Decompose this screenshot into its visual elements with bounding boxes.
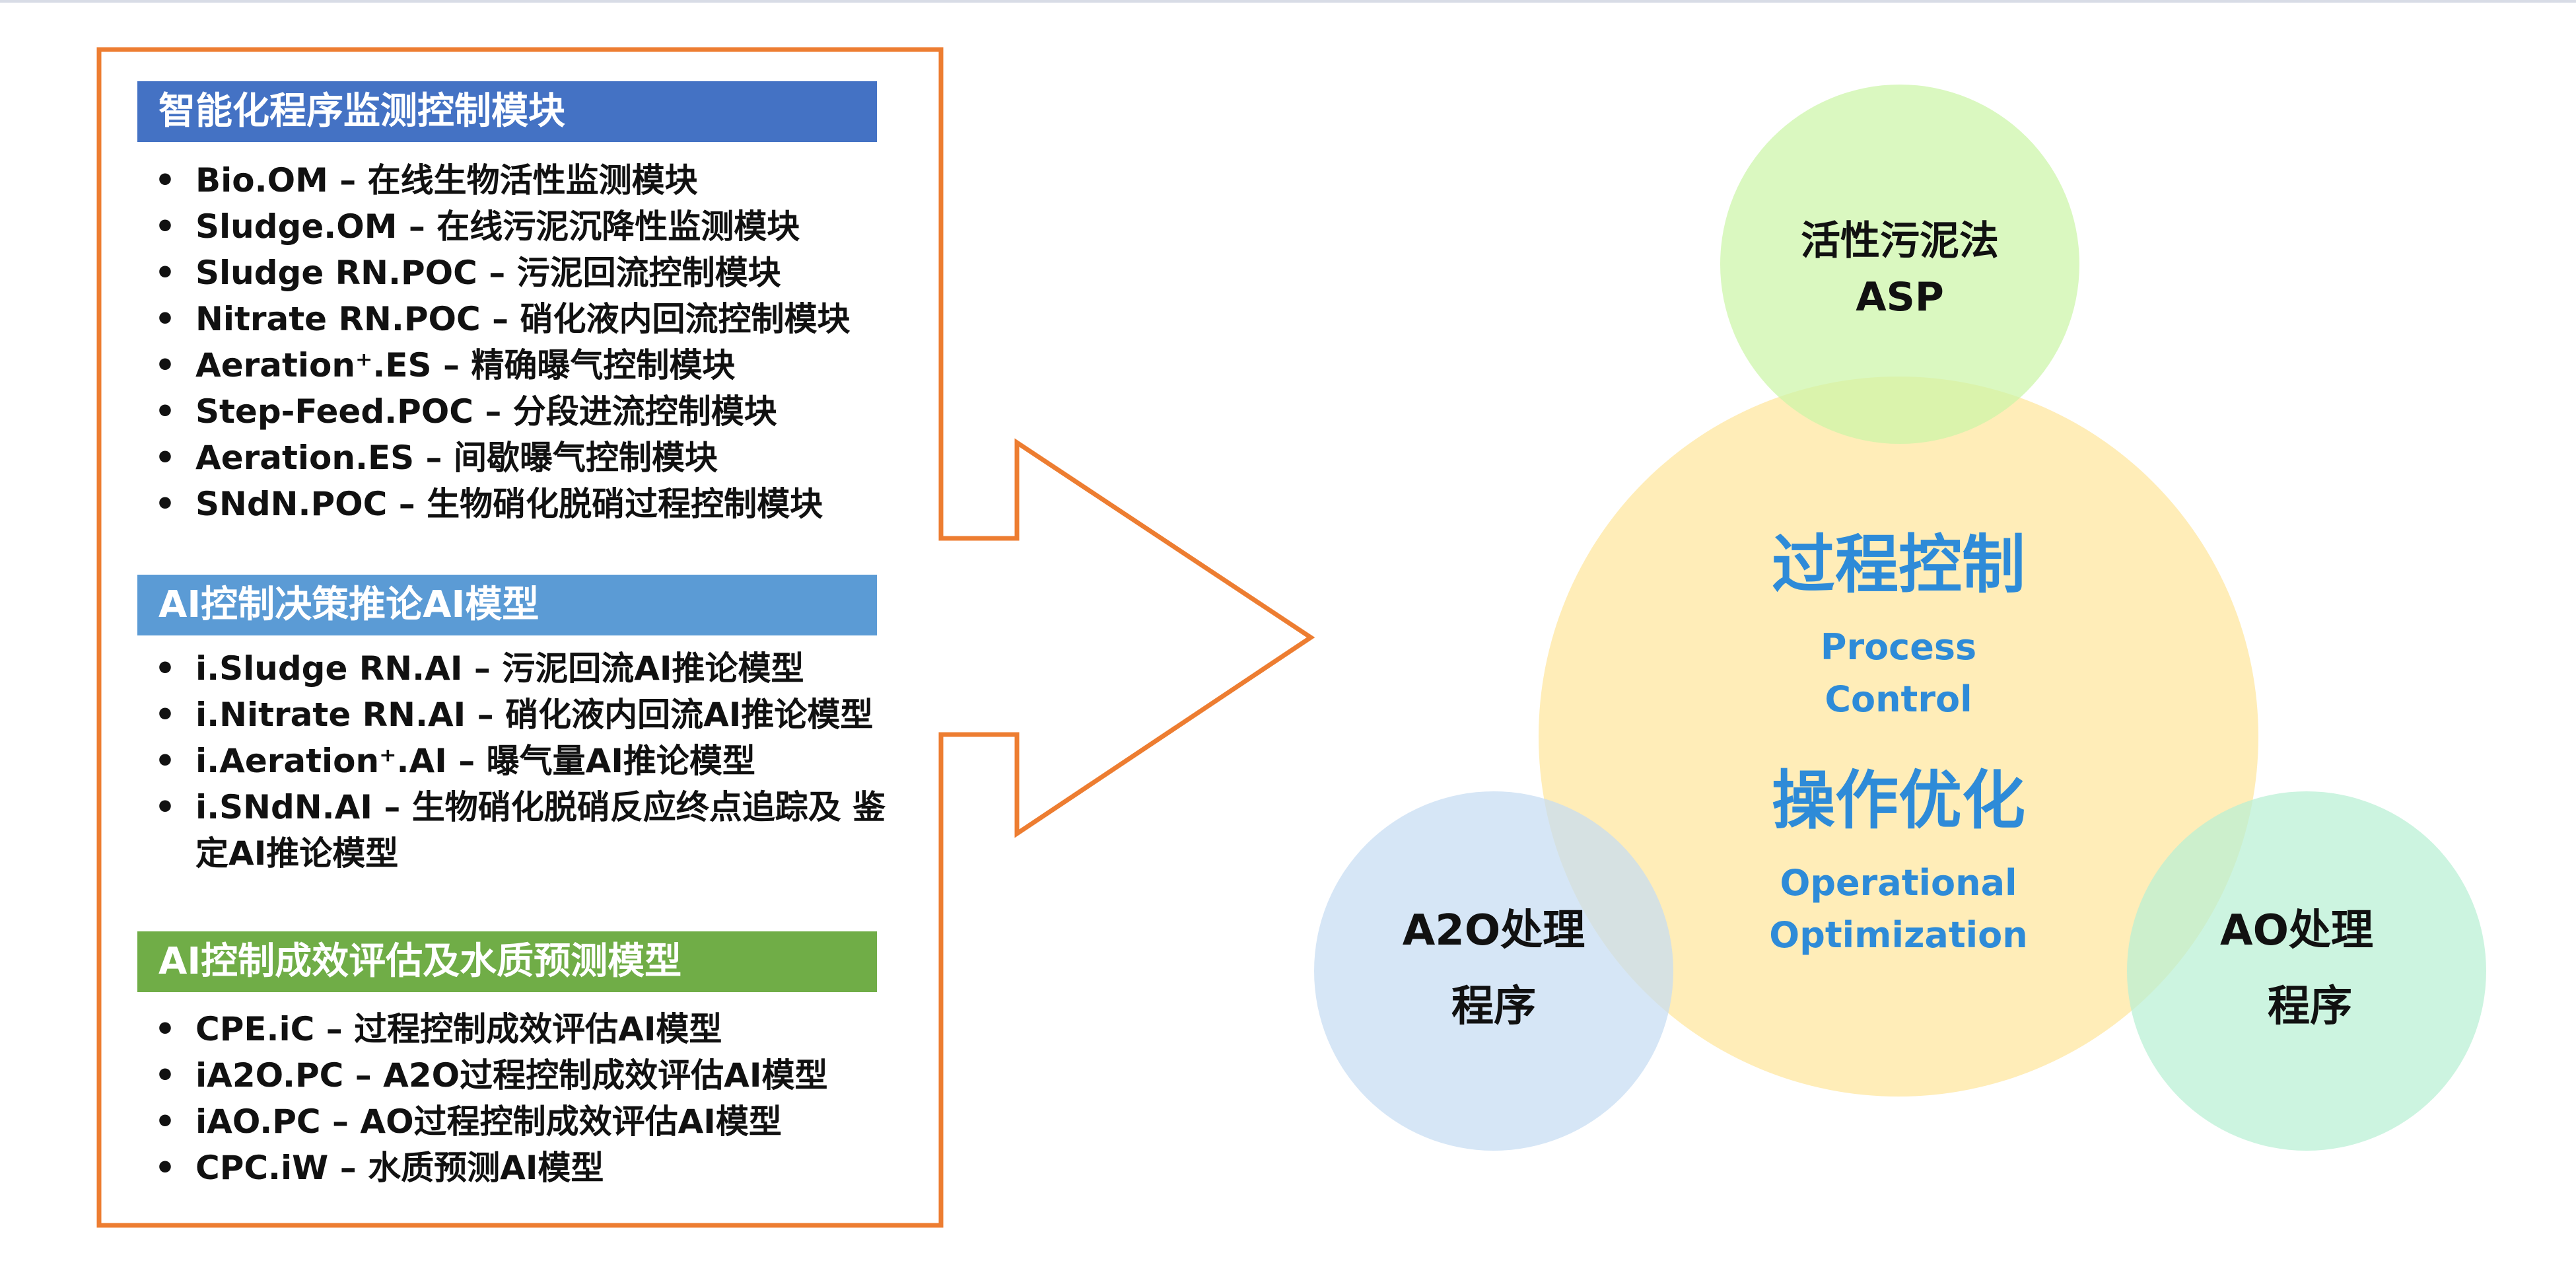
section-list-ai-decision: •i.Sludge RN.AI – 污泥回流AI推论模型 •i.Nitrate … <box>137 645 890 877</box>
top-divider <box>0 0 2576 3</box>
right-circle-label-line1: AO处理 <box>2220 906 2373 955</box>
list-item: •i.Sludge RN.AI – 污泥回流AI推论模型 <box>137 645 890 692</box>
list-item: •Sludge RN.POC – 污泥回流控制模块 <box>137 250 890 296</box>
list-item: •Bio.OM – 在线生物活性监测模块 <box>137 157 890 203</box>
center-subtitle-operational: Operational <box>1780 862 2017 904</box>
list-item: •Step-Feed.POC – 分段进流控制模块 <box>137 388 890 435</box>
arrow-outline-polygon <box>96 47 1315 1228</box>
bullet-icon: • <box>155 207 176 246</box>
bullet-icon: • <box>155 161 176 199</box>
section-list-monitoring-control: •Bio.OM – 在线生物活性监测模块 •Sludge.OM – 在线污泥沉降… <box>137 157 890 527</box>
bullet-icon: • <box>155 1010 176 1048</box>
section-header-ai-evaluation: AI控制成效评估及水质预测模型 <box>137 931 877 992</box>
list-item: •CPE.iC – 过程控制成效评估AI模型 <box>137 1006 890 1052</box>
left-circle <box>1314 791 1673 1151</box>
top-circle-label-line1: 活性污泥法 <box>1801 218 1999 264</box>
center-subtitle-control: Control <box>1825 678 1972 720</box>
center-subtitle-process: Process <box>1821 626 1976 668</box>
bullet-icon: • <box>155 696 176 734</box>
right-circle <box>2127 791 2486 1151</box>
center-circle <box>1539 377 2258 1097</box>
list-item: •Aeration.ES – 间歇曝气控制模块 <box>137 435 890 481</box>
right-circle-label-line2: 程序 <box>2268 982 2352 1031</box>
top-circle-label-line2: ASP <box>1856 274 1944 320</box>
bullet-icon: • <box>155 346 176 384</box>
module-list-panel: 智能化程序监测控制模块 •Bio.OM – 在线生物活性监测模块 •Sludge… <box>137 69 890 1206</box>
section-header-ai-decision: AI控制决策推论AI模型 <box>137 575 877 635</box>
bullet-icon: • <box>155 742 176 780</box>
bullet-icon: • <box>155 254 176 292</box>
bullet-icon: • <box>155 439 176 477</box>
list-item: •Aeration⁺.ES – 精确曝气控制模块 <box>137 342 890 388</box>
bullet-icon: • <box>155 649 176 688</box>
list-item: •i.SNdN.AI – 生物硝化脱硝反应终点追踪及 鉴定AI推论模型 <box>137 784 897 877</box>
bullet-icon: • <box>155 392 176 431</box>
list-item: •i.Aeration⁺.AI – 曝气量AI推论模型 <box>137 738 890 784</box>
bullet-icon: • <box>155 788 176 826</box>
list-item: •i.Nitrate RN.AI – 硝化液内回流AI推论模型 <box>137 692 890 738</box>
section-header-monitoring-control: 智能化程序监测控制模块 <box>137 81 877 142</box>
list-item: •CPC.iW – 水质预测AI模型 <box>137 1145 890 1191</box>
list-item: •Sludge.OM – 在线污泥沉降性监测模块 <box>137 203 890 250</box>
center-title-operational-optimization: 操作优化 <box>1772 764 2025 838</box>
list-item: •iA2O.PC – A2O过程控制成效评估AI模型 <box>137 1052 890 1099</box>
left-circle-label-line2: 程序 <box>1451 982 1536 1031</box>
center-title-process-control: 过程控制 <box>1772 528 2025 602</box>
list-item: •SNdN.POC – 生物硝化脱硝过程控制模块 <box>137 481 890 527</box>
bullet-icon: • <box>155 1102 176 1141</box>
list-item: •iAO.PC – AO过程控制成效评估AI模型 <box>137 1099 890 1145</box>
list-item: •Nitrate RN.POC – 硝化液内回流控制模块 <box>137 296 890 342</box>
center-subtitle-optimization: Optimization <box>1769 914 2027 956</box>
bullet-icon: • <box>155 1149 176 1187</box>
bullet-icon: • <box>155 300 176 338</box>
bullet-icon: • <box>155 1056 176 1095</box>
section-list-ai-evaluation: •CPE.iC – 过程控制成效评估AI模型 •iA2O.PC – A2O过程控… <box>137 1006 890 1191</box>
bullet-icon: • <box>155 485 176 523</box>
left-circle-label-line1: A2O处理 <box>1403 906 1585 955</box>
top-circle <box>1720 85 2079 444</box>
